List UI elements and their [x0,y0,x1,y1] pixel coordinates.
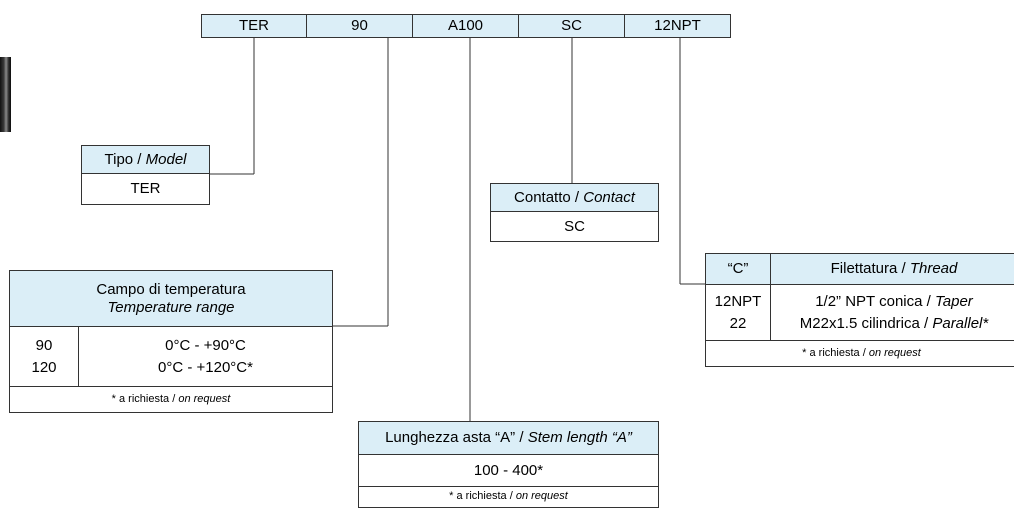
model-header-label: Tipo / [104,150,142,168]
temperature-codes: 90 120 [9,326,79,387]
thread-note-text: * a richiesta / [802,346,866,359]
thread-code-header: “C” [705,253,771,285]
thread-description-text: M22x1.5 cilindrica / [799,314,933,332]
contact-value: SC [490,211,659,242]
temperature-note-text-en: on request [178,392,231,405]
code-segment-temperature: 90 [306,14,413,38]
temperature-note-text: * a richiesta / [111,392,176,405]
contact-header-label: Contatto / [514,188,580,206]
temperature-range: 0°C - +90°C [165,336,246,354]
thread-header-label-en: Thread [909,260,958,277]
temperature-code: 90 [35,336,53,354]
temperature-header-label-en: Temperature range [107,298,235,316]
temperature-range: 0°C - +120°C* [158,358,253,376]
stem-header-label-en: Stem length “A” [527,429,632,446]
thread-header: Filettatura / Thread [770,253,1014,285]
code-segment-thread: 12NPT [624,14,731,38]
code-segment-stem: A100 [412,14,519,38]
contact-header-label-en: Contact [583,188,635,206]
stem-value: 100 - 400* [358,454,659,487]
thread-code: 22 [729,314,747,332]
contact-header: Contatto / Contact [490,183,659,212]
thread-description-text-en: Taper [934,292,973,310]
thread-descriptions: 1/2” NPT conica / Taper M22x1.5 cilindri… [770,284,1014,341]
thread-description-text-en: Parallel* [932,314,989,332]
thread-description-text: 1/2” NPT conica / [815,292,935,310]
code-segment-contact: SC [518,14,625,38]
temperature-note: * a richiesta / on request [9,386,333,413]
stem-note-text-en: on request [515,490,568,503]
temperature-header-label: Campo di temperatura [96,280,246,298]
temperature-header: Campo di temperatura Temperature range [9,270,333,327]
thread-codes: 12NPT 22 [705,284,771,341]
product-photo-fragment [0,57,11,132]
stem-header-label: Lunghezza asta “A” / [385,429,524,446]
code-segment-model: TER [201,14,307,38]
thread-header-label: Filettatura / [830,260,906,277]
thread-description: M22x1.5 cilindrica / Parallel* [800,313,988,335]
thread-description: 1/2” NPT conica / Taper [815,291,973,313]
stem-note-text: * a richiesta / [449,490,513,503]
temperature-ranges: 0°C - +90°C 0°C - +120°C* [78,326,333,387]
model-header: Tipo / Model [81,145,210,174]
model-header-label-en: Model [145,150,187,168]
thread-note-text-en: on request [868,346,921,359]
stem-header: Lunghezza asta “A” / Stem length “A” [358,421,659,455]
model-value: TER [81,173,210,205]
thread-code: 12NPT [714,292,762,310]
stem-note: * a richiesta / on request [358,486,659,508]
temperature-code: 120 [31,358,57,376]
thread-note: * a richiesta / on request [705,340,1014,367]
